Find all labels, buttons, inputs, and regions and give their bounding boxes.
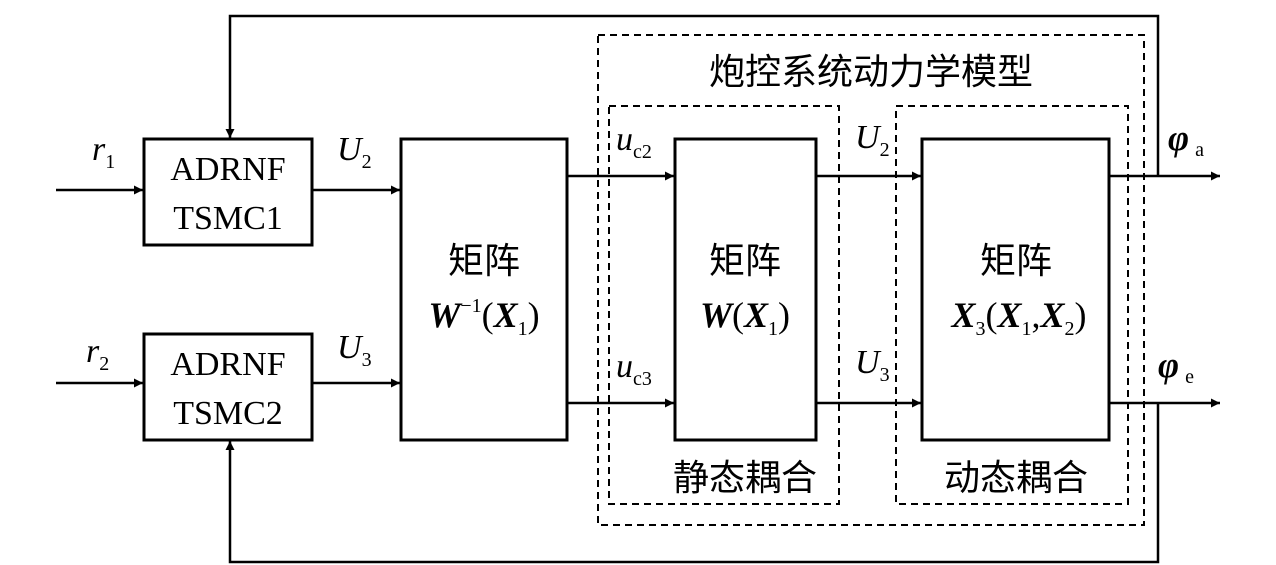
inverse-matrix-formula: W−1(X1): [428, 295, 539, 340]
controller-block-2: [142, 332, 314, 442]
signal-U3-left-label: U3: [337, 329, 372, 371]
signal-uc3-label: uc3: [616, 348, 652, 390]
static-matrix-title: 矩阵: [709, 241, 781, 281]
inverse-matrix-title: 矩阵: [448, 241, 520, 281]
signal-U3-right-label: U3: [855, 344, 890, 386]
signal-r2-label: r2: [86, 333, 109, 375]
inverse-matrix-block: [399, 137, 569, 442]
controller-1-line1: ADRNF: [170, 151, 285, 188]
signal-uc2-label: uc2: [616, 121, 652, 163]
static-matrix-formula: W(X1): [700, 295, 790, 340]
static-coupling-frame: [608, 105, 840, 505]
dynamic-matrix-title: 矩阵: [980, 241, 1052, 281]
outer-model-title: 炮控系统动力学模型: [709, 52, 1033, 92]
controller-block-1: [142, 137, 314, 247]
signal-U2-left-label: U2: [337, 131, 372, 173]
static-matrix-block: [673, 137, 818, 442]
feedback-top-loop: [225, 14, 1160, 176]
controller-2-line1: ADRNF: [170, 346, 285, 383]
dynamic-coupling-frame: [895, 105, 1129, 505]
outer-model-frame: [597, 34, 1145, 526]
signal-U2-right-label: U2: [855, 119, 890, 161]
static-coupling-title: 静态耦合: [673, 458, 817, 498]
feedback-bottom-loop: [225, 403, 1160, 564]
signal-r1-label: r1: [92, 131, 115, 173]
controller-2-line2: TSMC2: [173, 395, 283, 432]
controller-1-line2: TSMC1: [173, 200, 283, 237]
dynamic-coupling-title: 动态耦合: [944, 458, 1088, 498]
dynamic-matrix-formula: X3(X1,X2): [950, 295, 1086, 340]
dynamic-matrix-block: [920, 137, 1111, 442]
